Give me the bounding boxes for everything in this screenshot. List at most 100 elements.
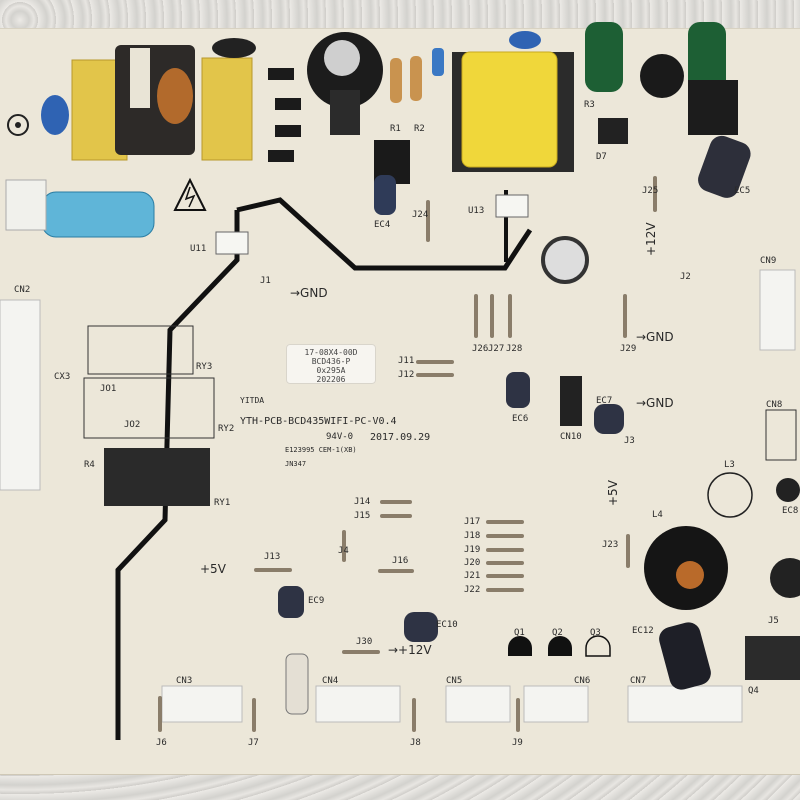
capacitor-ec-right [770,558,800,598]
ref-j5: J5 [768,616,779,626]
transistor-q2 [548,636,572,656]
ref-j19: J19 [464,545,481,555]
connector-cn8 [765,409,797,461]
ref-j4: J4 [338,546,349,556]
ref-j15: J15 [354,511,371,521]
ref-r1: R1 [390,124,401,134]
capacitor-ec3 [688,22,726,92]
y-capacitor-top [509,31,541,49]
connector-cn2 [0,299,41,491]
ref-j30: J30 [356,637,373,647]
mount-hole-center [541,236,589,284]
ref-cn6: CN6 [574,676,591,686]
ref-q1: Q1 [514,628,525,638]
sticker-line-4: 202206 [316,375,346,384]
ref-j18: J18 [464,531,481,541]
board-rating: 94V-0 [326,432,354,442]
connector-cn9 [759,269,796,351]
ref-j26: J26 [472,344,489,354]
relay-outline-ry2 [83,377,215,439]
ref-jo2: JO2 [124,420,141,430]
optocoupler-u13 [495,194,529,218]
relay-ry1 [104,448,210,506]
ref-cn7: CN7 [630,676,647,686]
ref-cn9: CN9 [760,256,777,266]
plus12v-vertical-label: +12V [644,222,658,256]
capacitor-ec12 [659,622,711,690]
ref-j6: J6 [156,738,167,748]
ref-r3: R3 [584,100,595,110]
ref-cn5: CN5 [446,676,463,686]
ref-j28: J28 [506,344,523,354]
ref-j13: J13 [264,552,281,562]
trace-top [236,197,533,271]
ref-ec12: EC12 [632,626,654,636]
ref-q4: Q4 [748,686,759,696]
transistor-q3 [585,635,611,657]
ref-ec7: EC7 [596,396,613,406]
ref-l4: L4 [652,510,663,520]
ref-ec9: EC9 [308,596,325,606]
inductor-l3-footprint [707,472,753,518]
ref-ry2: RY2 [218,424,235,434]
ref-j29: J29 [620,344,637,354]
ref-u13: U13 [468,206,485,216]
ref-j7: J7 [248,738,259,748]
hv-bolt [184,186,196,208]
inductor-l2 [640,54,684,98]
connector-cn3 [161,685,243,723]
board-date: 2017.09.29 [370,432,431,443]
capacitor-ec4 [374,175,396,215]
y-capacitor [41,95,69,135]
hv-warning-icon [173,177,207,211]
board-ul-code: E123995 CEM-1(XB) [285,446,357,454]
ref-j1: J1 [260,276,271,286]
connector-q4-header [745,636,800,680]
ref-ry3: RY3 [196,362,213,372]
bulk-capacitor-body [330,90,360,135]
ref-j3: J3 [624,436,635,446]
transistor-q1 [508,636,532,656]
ref-ec8: EC8 [782,506,799,516]
ref-jo1: JO1 [100,384,117,394]
ref-j25: J25 [642,186,659,196]
ref-r4: R4 [84,460,95,470]
thermistor [212,38,256,58]
brand-logo-text: YITDA [240,396,265,405]
ref-cn10: CN10 [560,432,582,442]
mount-hole-left [7,114,29,136]
barcode-sticker: 17-08X4-00D BCD436-P 0x295A 202206 [286,344,376,384]
ref-ec4: EC4 [374,220,391,230]
jumper-wires [158,176,657,732]
capacitor-ec7 [594,404,624,434]
inductor-l4-coil [676,561,704,589]
plus5v-label: +5V [200,562,226,576]
ref-cn4: CN4 [322,676,339,686]
ref-d7: D7 [596,152,607,162]
relay-outline-ry3 [87,325,194,375]
diode-d7 [598,118,628,144]
ref-j22: J22 [464,585,481,595]
sticker-line-2: BCD436-P [311,357,351,366]
ref-j11: J11 [398,356,415,366]
power-resistor [285,653,309,715]
resistor-r2 [410,56,422,101]
resistor-r1 [390,58,402,103]
ref-cn8: CN8 [766,400,783,410]
ref-r2: R2 [414,124,425,134]
sticker-line-3: 0x295A [316,366,346,375]
mount-hole-left-center [15,122,21,128]
board-lot: JN347 [285,460,307,468]
ref-j23: J23 [602,540,619,550]
ref-j9: J9 [512,738,523,748]
ref-ec5: EC5 [734,186,751,196]
ref-cn3: CN3 [176,676,193,686]
plus5v-vertical-label: +5V [606,480,620,506]
x-capacitor-right [201,57,253,161]
board-part-number: YTH-PCB-BCD435WIFI-PC-V0.4 [240,416,397,427]
capacitor-blue [432,48,444,76]
ref-ec10: EC10 [436,620,458,630]
gnd-label-1: →GND [290,286,328,300]
plus12v-label: →+12V [388,643,432,657]
